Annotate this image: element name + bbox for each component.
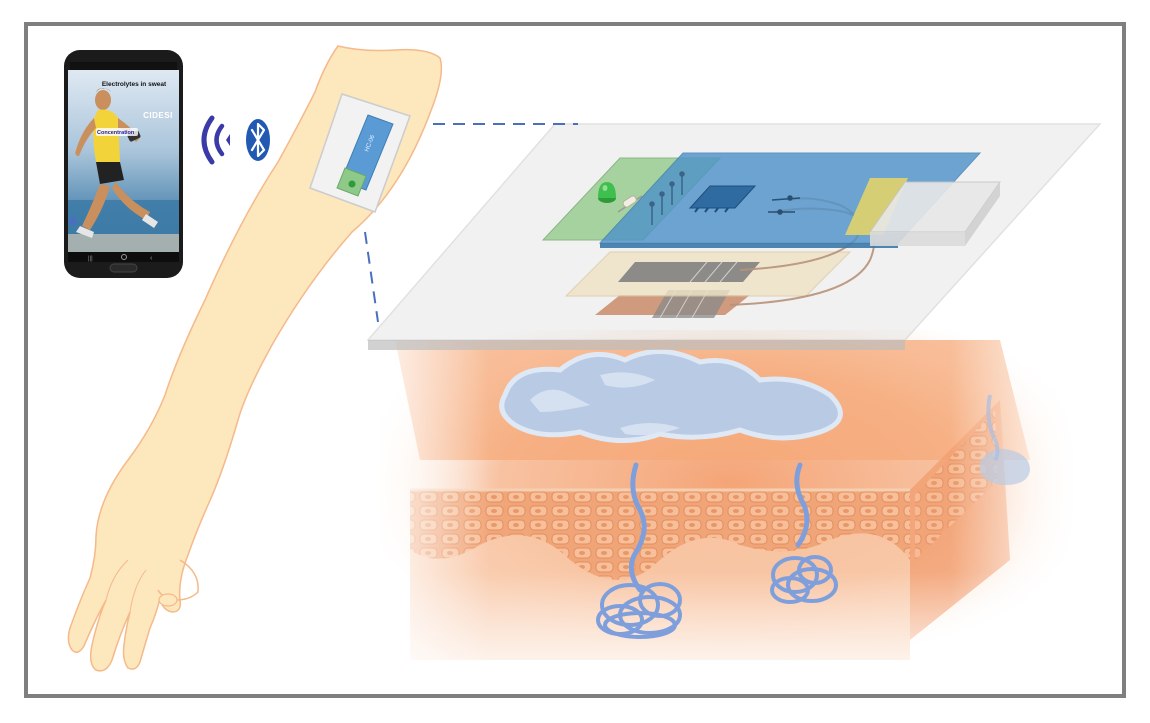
sweat-gland-left	[596, 462, 682, 639]
brand-logo: CIDESI	[143, 111, 173, 120]
concentration-field[interactable]	[96, 128, 138, 136]
substrate-edge	[368, 340, 905, 350]
side-sweat-drop	[980, 448, 1030, 485]
phone-home-button[interactable]	[109, 263, 138, 273]
phone-nav-bar	[68, 252, 179, 262]
app-title: Electrolytes in sweat	[102, 81, 167, 88]
bluetooth-icon[interactable]	[246, 119, 270, 161]
resistor	[617, 195, 643, 213]
nav-back-icon[interactable]: ‹	[150, 255, 153, 262]
blue-pcb-edge	[600, 243, 898, 248]
yellow-connector	[845, 178, 908, 235]
ic-chip	[688, 185, 757, 209]
led-indicator	[598, 182, 616, 203]
board-leads	[768, 195, 801, 215]
wireless-signal-icon	[201, 115, 230, 165]
wearable-patch[interactable]: HC-06	[309, 93, 411, 213]
device-exploded-view	[366, 123, 1102, 350]
pin-headers	[649, 171, 685, 225]
side-sweat-duct	[986, 394, 1000, 462]
callout-lines	[364, 123, 578, 323]
sweat-droplet	[499, 349, 843, 443]
sensing-electrodes	[618, 262, 760, 282]
phone-side-button[interactable]	[69, 217, 77, 225]
concentration-label: Concentration	[97, 130, 135, 136]
smartphone[interactable]: Electrolytes in sweat CIDESI Concentrati…	[64, 50, 183, 278]
sweat-gland-right	[770, 462, 838, 604]
patch-led	[348, 180, 356, 188]
phone-notch-bar	[70, 62, 177, 70]
nav-home-icon[interactable]	[121, 254, 127, 260]
nav-recent-icon[interactable]: |||	[88, 256, 93, 262]
